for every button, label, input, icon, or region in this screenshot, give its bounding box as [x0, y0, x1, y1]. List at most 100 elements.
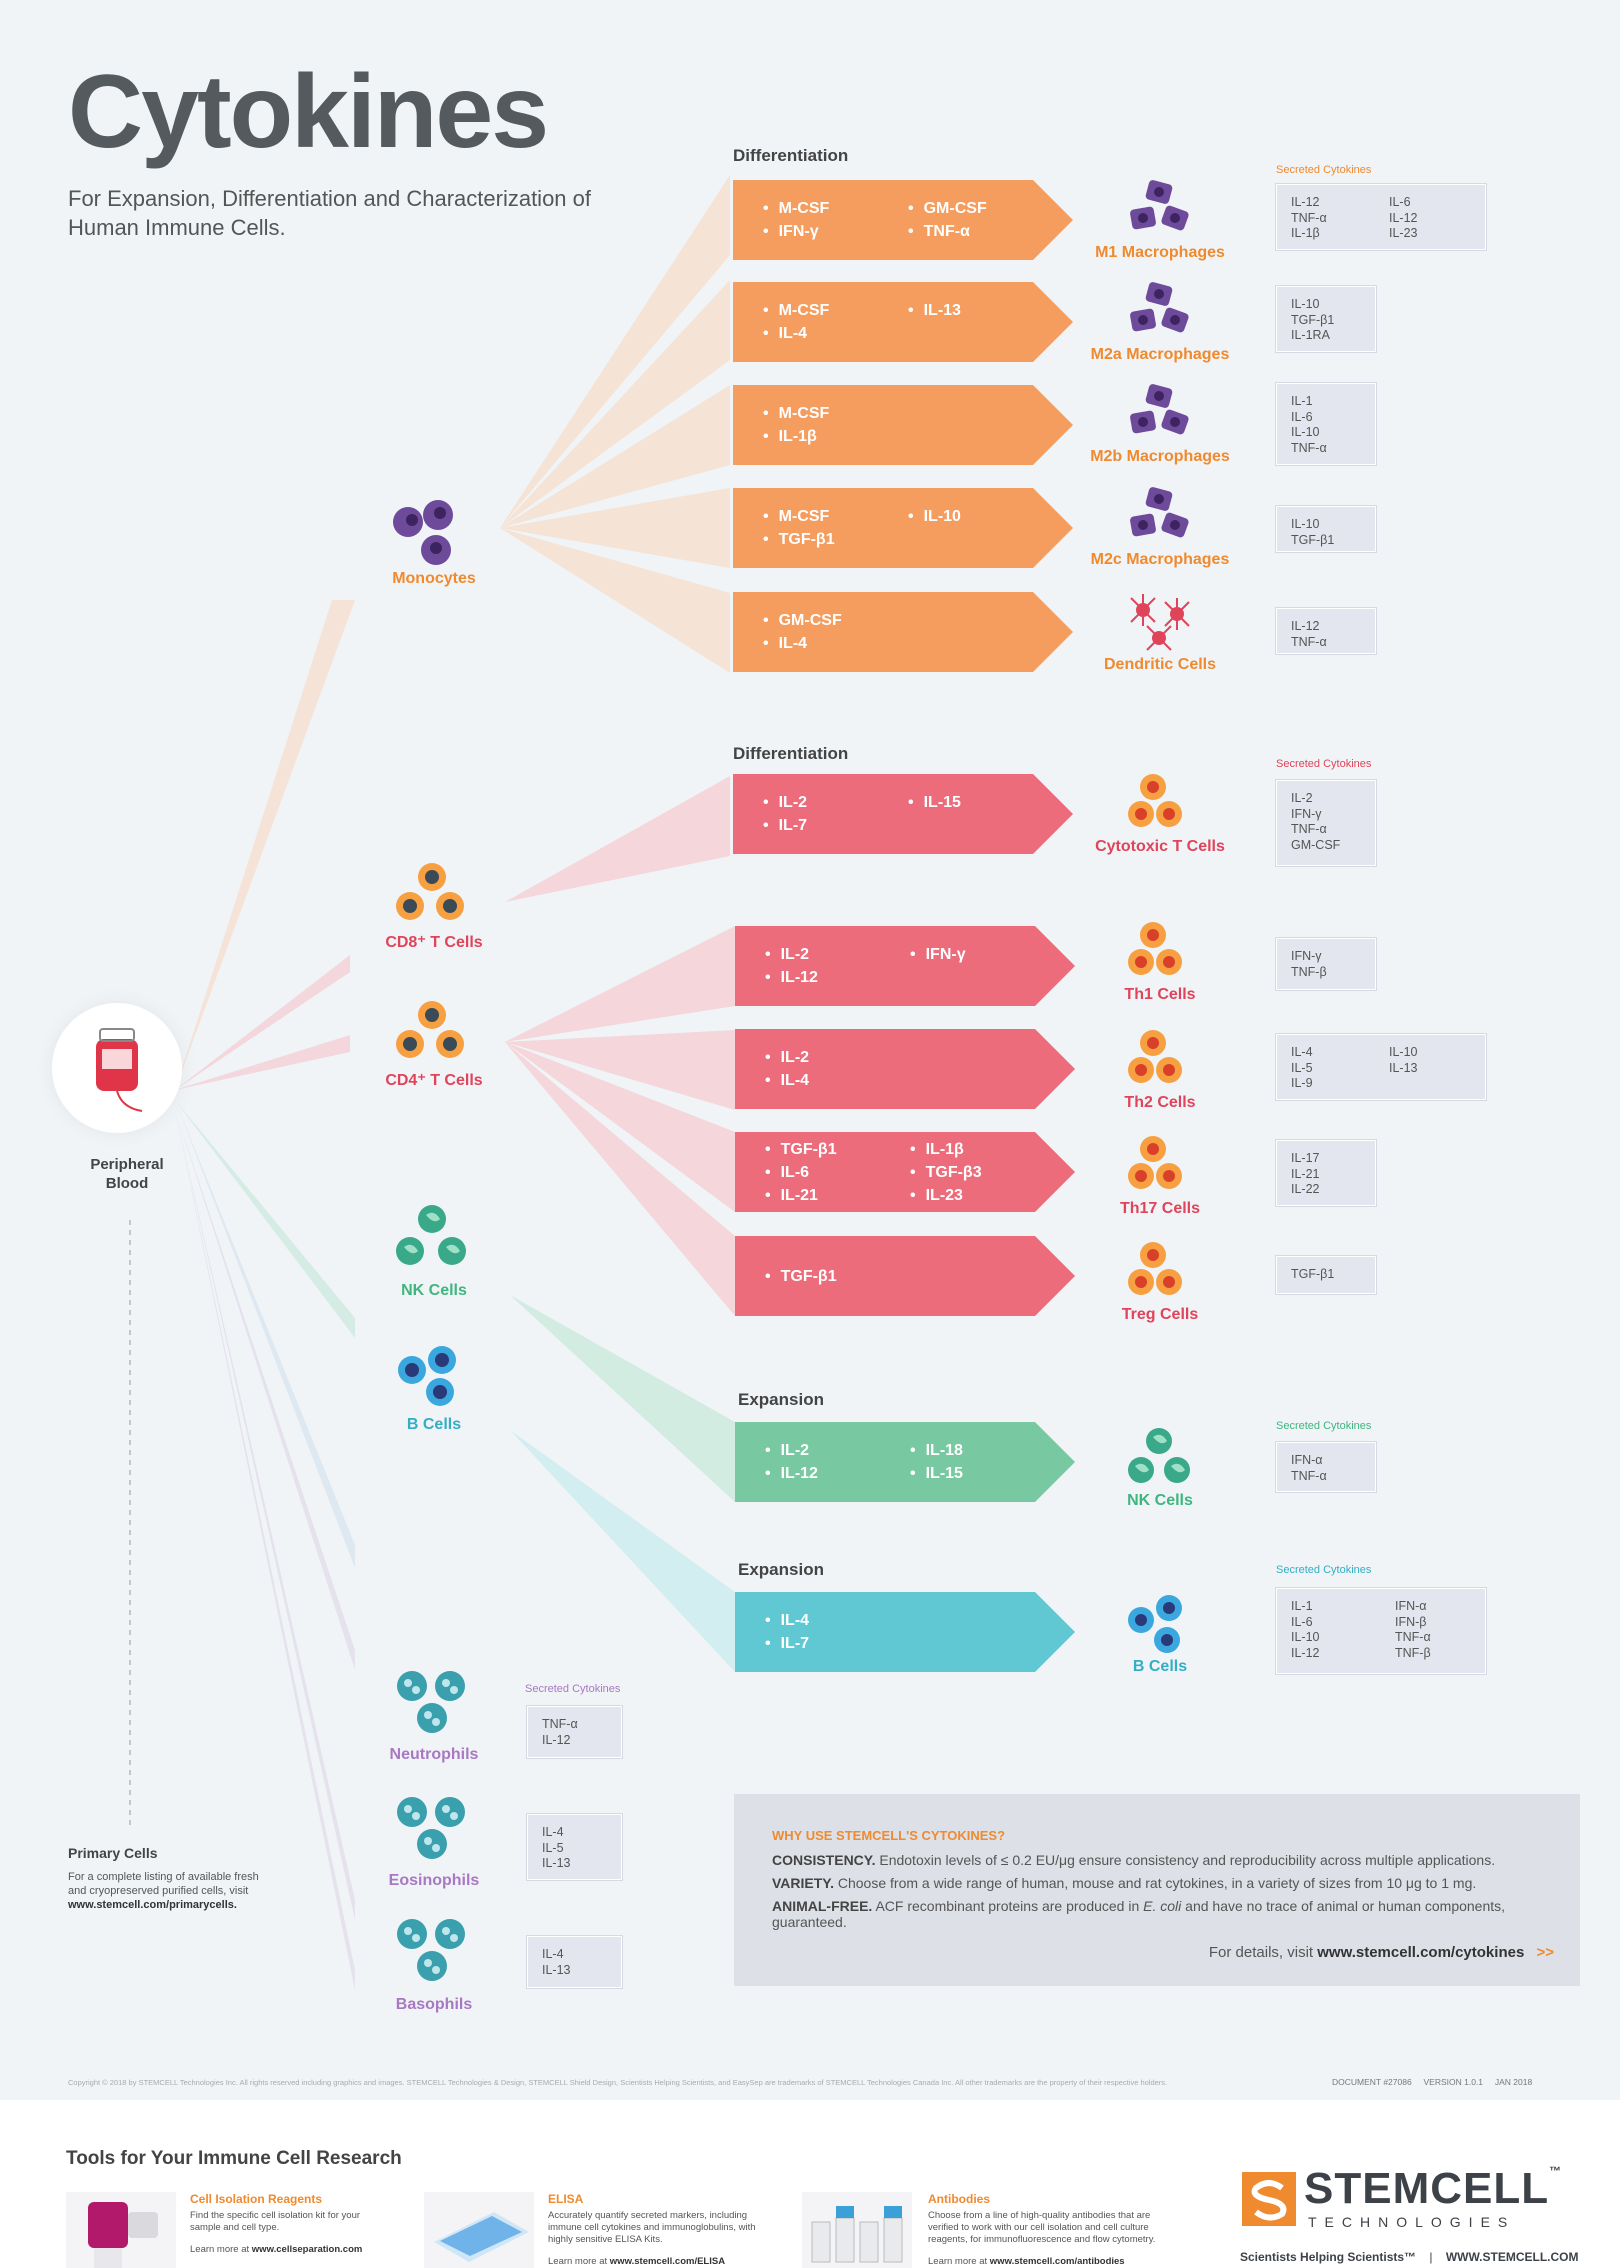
details-line: For details, visit www.stemcell.com/cyto… — [1209, 1944, 1554, 1961]
doc-date: JAN 2018 — [1494, 2077, 1533, 2087]
cytokine-arrow: M-CSFIFN-γGM-CSFTNF-α — [733, 180, 1073, 260]
secreted-cytokines-title: Secreted Cytokines — [1276, 1564, 1372, 1576]
blood-bag-icon — [96, 1028, 143, 1112]
cytokine: IFN-β — [1395, 1614, 1427, 1629]
why-text-em: E. coli — [1143, 1898, 1182, 1914]
primary-cells-link[interactable]: www.stemcell.com/primarycells. — [68, 1899, 237, 1911]
cytokine: IL-12 — [1291, 195, 1320, 209]
primary-cells-text: For a complete listing of available fres… — [68, 1871, 259, 1897]
cytokine: TNF-α — [1291, 822, 1327, 836]
arrow-body: IL-2IL-4 — [735, 1029, 1035, 1109]
cytokine: IL-4 — [763, 632, 842, 655]
cytokine-list: M-CSFTGF-β1 — [763, 505, 835, 551]
cytokine: IL-23 — [1389, 226, 1418, 240]
cytokine: TNF-α — [1291, 210, 1327, 225]
cytokine: IL-13 — [542, 1962, 571, 1977]
arrow-point — [1035, 1236, 1075, 1316]
section-differentiation: Differentiation — [733, 744, 849, 763]
why-text: and have no trace of animal or human com… — [772, 1898, 1506, 1930]
secreted-list: TGF-β1 — [1291, 1267, 1334, 1283]
cytokine-arrow: GM-CSFIL-4 — [733, 592, 1073, 672]
cytokine-list: IL-4IL-7 — [765, 1609, 809, 1655]
b-cell-icon — [1128, 1595, 1182, 1653]
cell-isolation-kit-icon — [66, 2192, 176, 2268]
neutrophil-secreted-box: TNF-α IL-12 — [527, 1706, 622, 1758]
why-line-consistency: CONSISTENCY. Endotoxin levels of ≤ 0.2 E… — [772, 1852, 1495, 1868]
brand-text: STEMCELL — [1304, 2164, 1550, 2213]
cytokine-arrow: IL-2IL-7IL-15 — [733, 774, 1073, 854]
brand-site[interactable]: WWW.STEMCELL.COM — [1445, 2250, 1579, 2264]
details-arrow[interactable]: >> — [1536, 1944, 1554, 1961]
why-line-animal-free: ANIMAL-FREE. ACF recombinant proteins ar… — [772, 1898, 1580, 1930]
cytokine: TNF-α — [1291, 634, 1327, 649]
cytokine-list: IL-2IL-12 — [765, 943, 818, 989]
cytokine: IL-2 — [765, 1439, 818, 1462]
cytokine: IL-10 — [1291, 1630, 1320, 1644]
tool-learn: Learn more at www.stemcell.com/ELISA — [548, 2256, 725, 2267]
cytokine: GM-CSF — [1291, 837, 1341, 852]
why-text: Endotoxin levels of ≤ 0.2 EU/μg ensure c… — [879, 1852, 1496, 1868]
section-differentiation: Differentiation — [733, 146, 849, 165]
macrophage-icon — [1130, 384, 1189, 435]
tool-title: Cell Isolation Reagents — [190, 2192, 323, 2206]
granulocyte-icon — [397, 1919, 465, 1981]
cytokine: IL-13 — [908, 299, 961, 322]
granulocyte-icon — [397, 1671, 465, 1733]
tool-link[interactable]: www.cellseparation.com — [251, 2244, 363, 2255]
learn-text: Learn more at — [190, 2244, 250, 2255]
cytokine: IL-4 — [542, 1825, 564, 1839]
cytokine: M-CSF — [763, 505, 835, 528]
target-cell-name: M1 Macrophages — [1095, 244, 1225, 261]
tool-link[interactable]: www.stemcell.com/antibodies — [989, 2256, 1125, 2267]
cytokine: IL-23 — [910, 1184, 982, 1207]
cytokine: IL-2 — [765, 1046, 809, 1069]
tool-text: Accurately quantify secreted markers, in… — [548, 2210, 756, 2245]
cytokine: IL-7 — [763, 814, 807, 837]
cytokine: IL-6 — [1389, 195, 1411, 209]
cytokine-list: IL-13 — [908, 299, 961, 322]
t-cell-icon — [1128, 774, 1182, 827]
basophil-secreted-box: IL-4 IL-13 — [527, 1936, 622, 1988]
cytokine: IL-1 — [1291, 394, 1313, 408]
source-basophils: Basophils — [395, 1996, 473, 2013]
source-monocytes: Monocytes — [392, 570, 476, 587]
why-line-variety: VARIETY. Choose from a wide range of hum… — [772, 1875, 1476, 1891]
details-link[interactable]: www.stemcell.com/cytokines — [1317, 1944, 1525, 1961]
cytokine: IL-15 — [910, 1462, 963, 1485]
target-cell-name: Th17 Cells — [1119, 1200, 1201, 1217]
cytokine: IFN-α — [1395, 1599, 1427, 1613]
cytokine: IL-12 — [1291, 619, 1320, 633]
cytokine-list: IL-15 — [908, 791, 961, 814]
arrow-point — [1035, 1422, 1075, 1502]
cytokine: TGF-β1 — [765, 1138, 837, 1161]
cytokine: TNF-α — [1291, 1468, 1327, 1483]
learn-text: Learn more at — [928, 2256, 988, 2267]
arrow-body: TGF-β1 — [735, 1236, 1035, 1316]
target-cell-name: M2c Macrophages — [1090, 551, 1230, 568]
target-cell-name: M2a Macrophages — [1090, 346, 1230, 363]
source-neutrophils: Neutrophils — [389, 1746, 479, 1763]
cytokine: IL-10 — [1291, 517, 1320, 531]
details-text: For details, visit — [1208, 1944, 1314, 1961]
page-title: Cytokines — [68, 54, 549, 170]
t-cell-icon — [1128, 1136, 1182, 1189]
tool-link[interactable]: www.stemcell.com/ELISA — [609, 2256, 726, 2267]
cytokine-list: TGF-β1 — [765, 1265, 837, 1288]
arrow-body: M-CSFIL-1β — [733, 385, 1033, 465]
eosinophil-secreted-box: IL-4 IL-5 IL-13 — [527, 1814, 622, 1880]
arrow-point — [1035, 1592, 1075, 1672]
tool-learn: Learn more at www.cellseparation.com — [190, 2244, 362, 2255]
cytokine-arrow: TGF-β1 — [735, 1236, 1075, 1316]
doc-info: DOCUMENT #27086 VERSION 1.0.1 JAN 2018 — [1332, 2077, 1532, 2087]
macrophage-icon — [1130, 282, 1189, 333]
cytokine: IL-22 — [1291, 1182, 1320, 1196]
